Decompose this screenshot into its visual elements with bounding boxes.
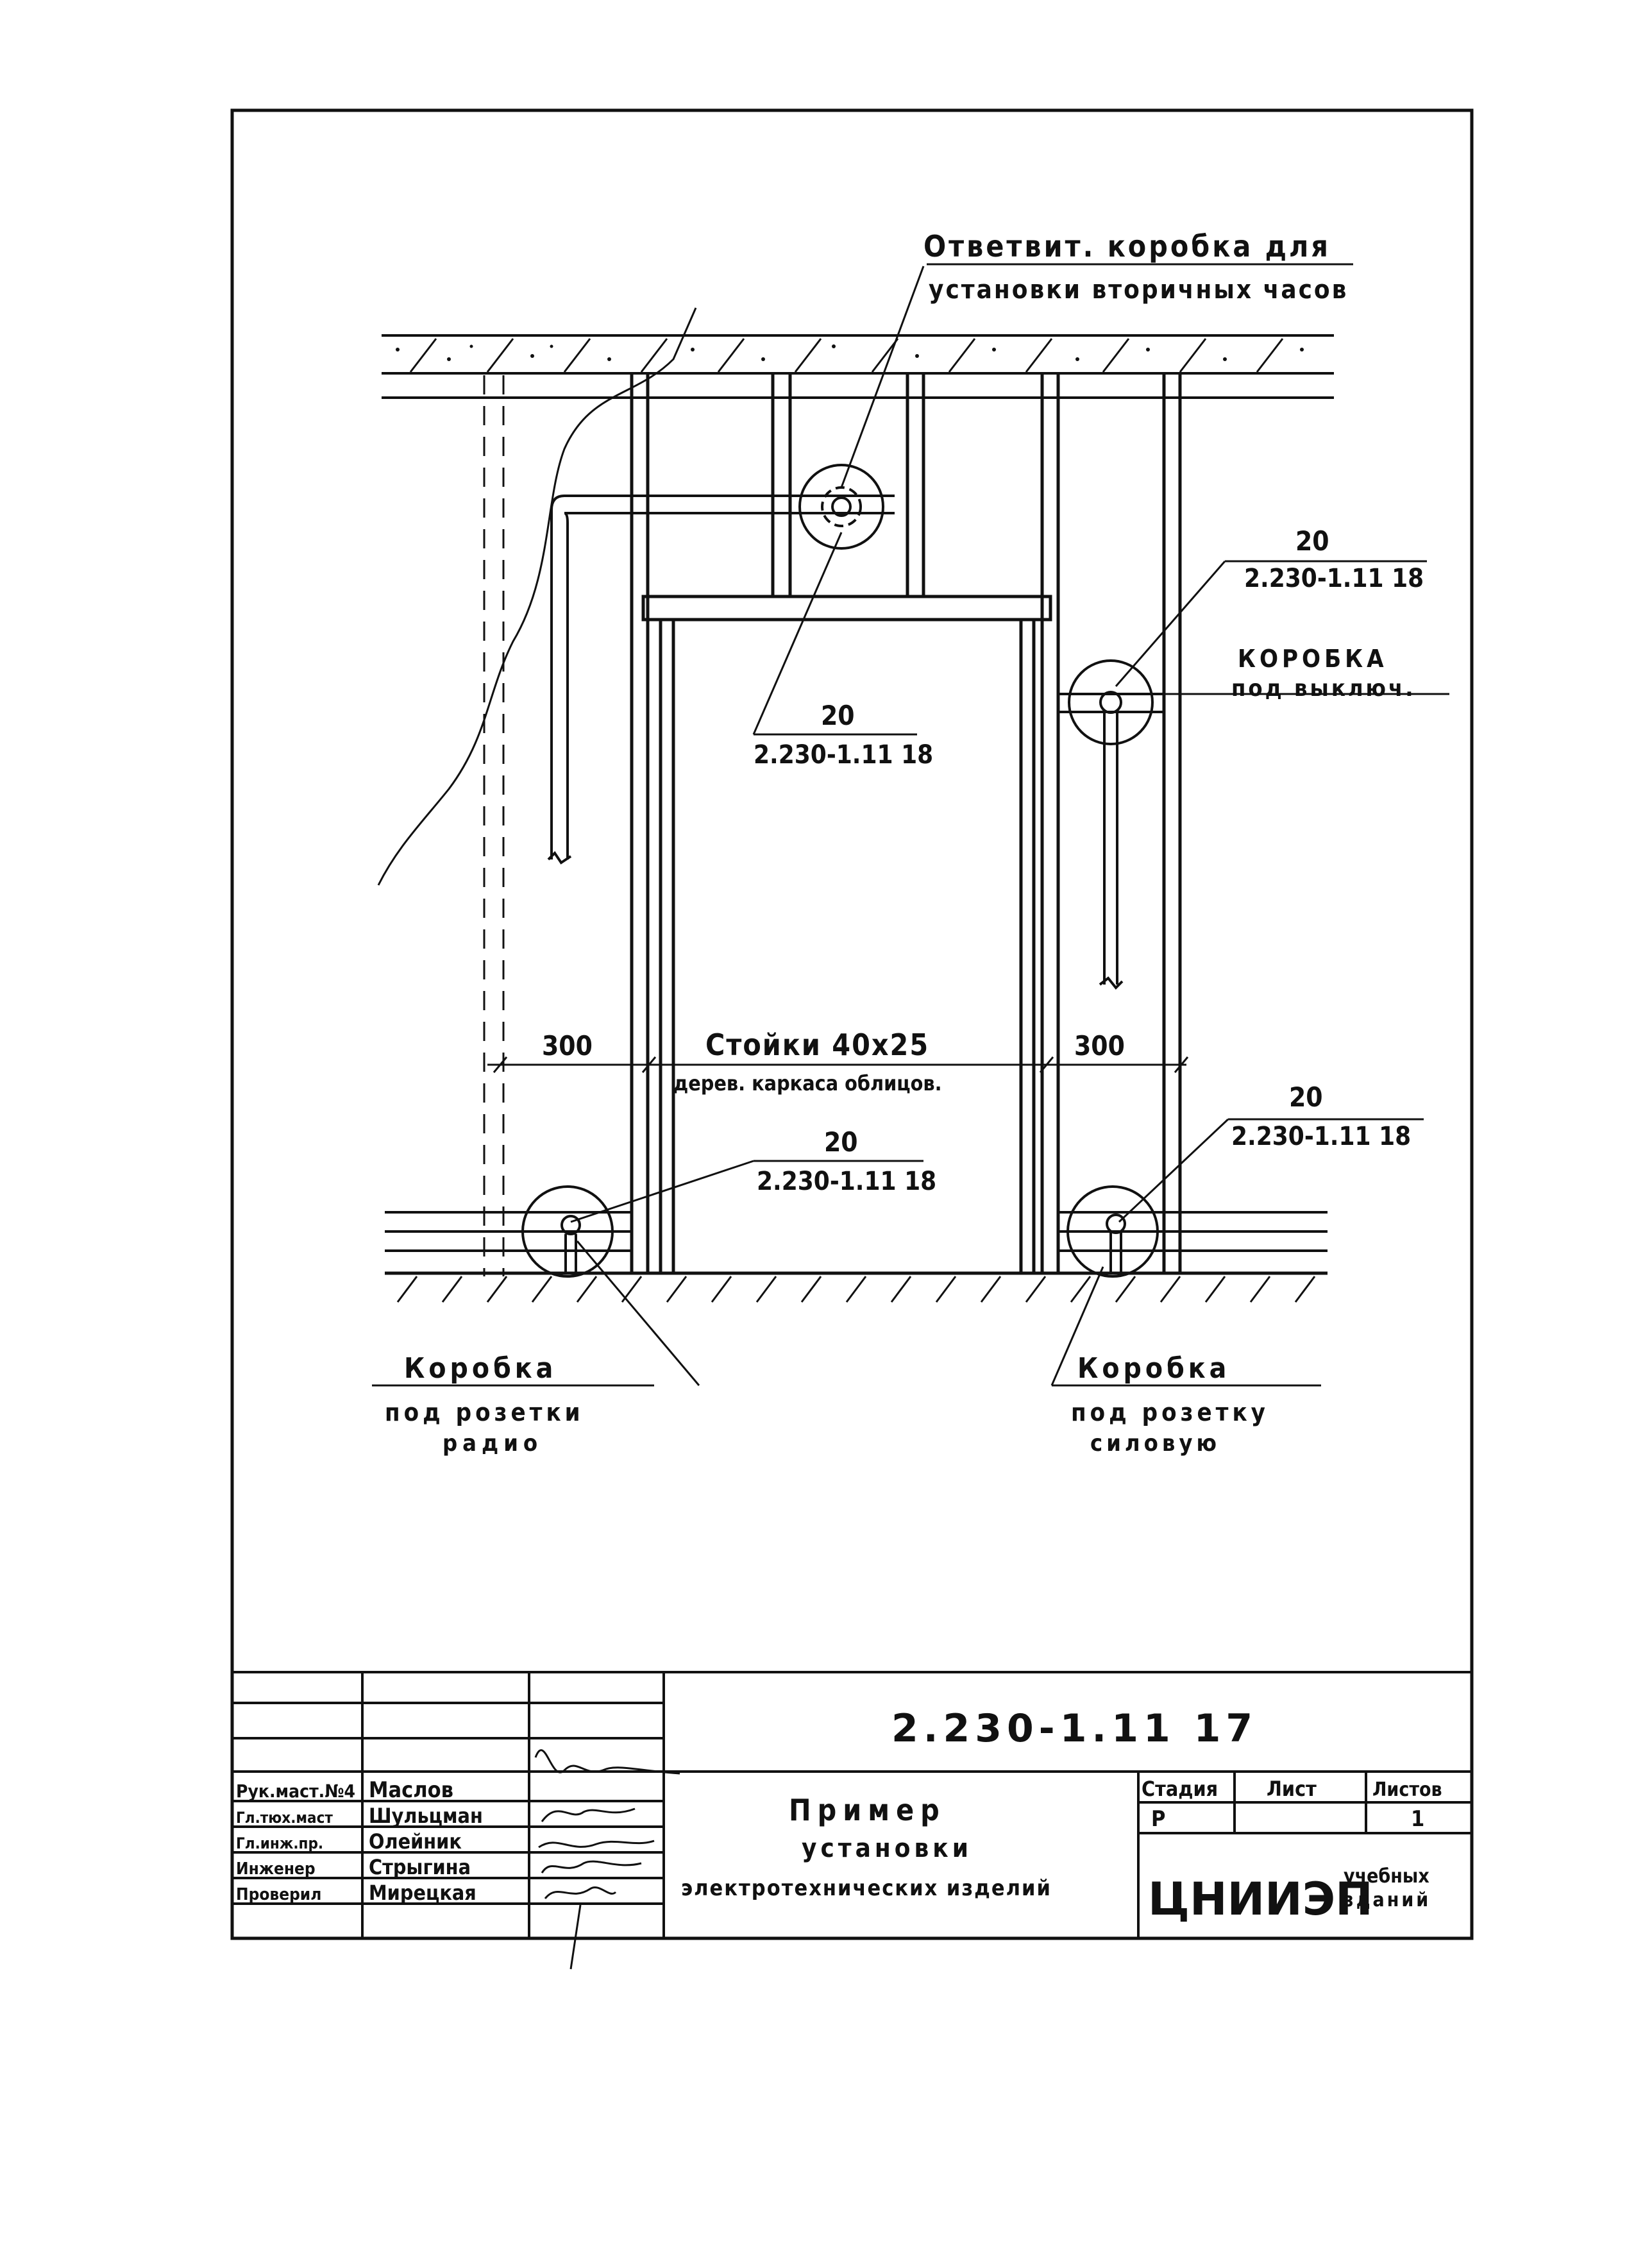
radio-box-label: Коробка <box>404 1352 557 1385</box>
break-line <box>377 307 697 886</box>
floor-conduits <box>385 1211 1328 1252</box>
role-5: Проверил <box>236 1885 321 1904</box>
title-line-3: электротехнических изделий <box>681 1875 1052 1901</box>
org-name: ЦНИИЭП <box>1148 1873 1373 1925</box>
role-3: Гл.инж.пр. <box>236 1834 323 1852</box>
leader-lines <box>570 263 1449 1386</box>
doc-number: 2.230-1.11 17 <box>891 1706 1258 1751</box>
dim-right: 300 <box>1074 1030 1125 1062</box>
org-name-2: учебных <box>1344 1865 1429 1888</box>
name-1: Маслов <box>369 1777 453 1803</box>
sheets-value: 1 <box>1411 1806 1424 1832</box>
name-5: Мирецкая <box>369 1881 476 1905</box>
ceiling-slab <box>382 334 1334 399</box>
name-4: Стрыгина <box>369 1855 471 1879</box>
ref-doc-4: 2.230-1.11 18 <box>757 1167 936 1196</box>
radio-box-label-2: под розетки <box>385 1398 584 1426</box>
clock-box-label: Ответвит. коробка для <box>923 229 1331 264</box>
sheets-header: Листов <box>1372 1779 1442 1801</box>
role-2: Гл.тюх.маст <box>236 1809 333 1827</box>
door-opening <box>641 595 1052 1273</box>
ref-doc-3: 2.230-1.11 18 <box>1231 1122 1411 1151</box>
ref-doc-2: 2.230-1.11 18 <box>754 740 933 770</box>
switch-box <box>1058 659 1164 990</box>
title-line-1: Пример <box>789 1793 946 1827</box>
stage-header: Стадия <box>1142 1777 1218 1801</box>
name-3: Олейник <box>369 1829 462 1854</box>
power-box-label-2: под розетку <box>1071 1398 1269 1426</box>
radio-socket-box <box>521 1185 614 1278</box>
power-box-label: Коробка <box>1077 1352 1230 1385</box>
ref-num-1: 20 <box>1295 525 1329 557</box>
org-name-3: зданий <box>1344 1889 1431 1911</box>
title-block <box>232 1671 1472 1938</box>
power-socket-box <box>1066 1185 1159 1278</box>
studs-label: Стойки 40х25 <box>705 1028 929 1062</box>
stage-value: Р <box>1151 1806 1165 1832</box>
switch-box-label: КОРОБКА <box>1238 645 1388 673</box>
ref-num-2: 20 <box>821 700 855 731</box>
dashed-conduit <box>483 375 505 1276</box>
dimension-line <box>487 1056 1189 1073</box>
ref-num-4: 20 <box>824 1126 858 1158</box>
clock-box-label-2: установки вторичных часов <box>929 275 1348 305</box>
title-line-2: установки <box>802 1834 972 1863</box>
ref-num-3: 20 <box>1289 1081 1323 1113</box>
name-2: Шульцман <box>369 1804 483 1828</box>
horizontal-conduit <box>547 495 895 865</box>
clock-junction-box <box>789 464 895 550</box>
studs-label-2: дерев. каркаса облицов. <box>673 1071 942 1096</box>
role-1: Рук.маст.№4 <box>236 1781 355 1802</box>
radio-box-label-3: радио <box>443 1430 543 1457</box>
framing-studs <box>630 373 1182 1273</box>
power-box-label-3: силовую <box>1090 1430 1220 1457</box>
signatures <box>534 1749 680 1970</box>
ref-doc-1: 2.230-1.11 18 <box>1244 564 1424 593</box>
dim-left: 300 <box>542 1030 593 1062</box>
floor <box>385 1271 1328 1303</box>
role-4: Инженер <box>236 1859 316 1879</box>
sheet-frame <box>230 108 1474 1940</box>
switch-box-label-2: под выключ. <box>1231 675 1416 702</box>
sheet-header: Лист <box>1267 1777 1317 1801</box>
